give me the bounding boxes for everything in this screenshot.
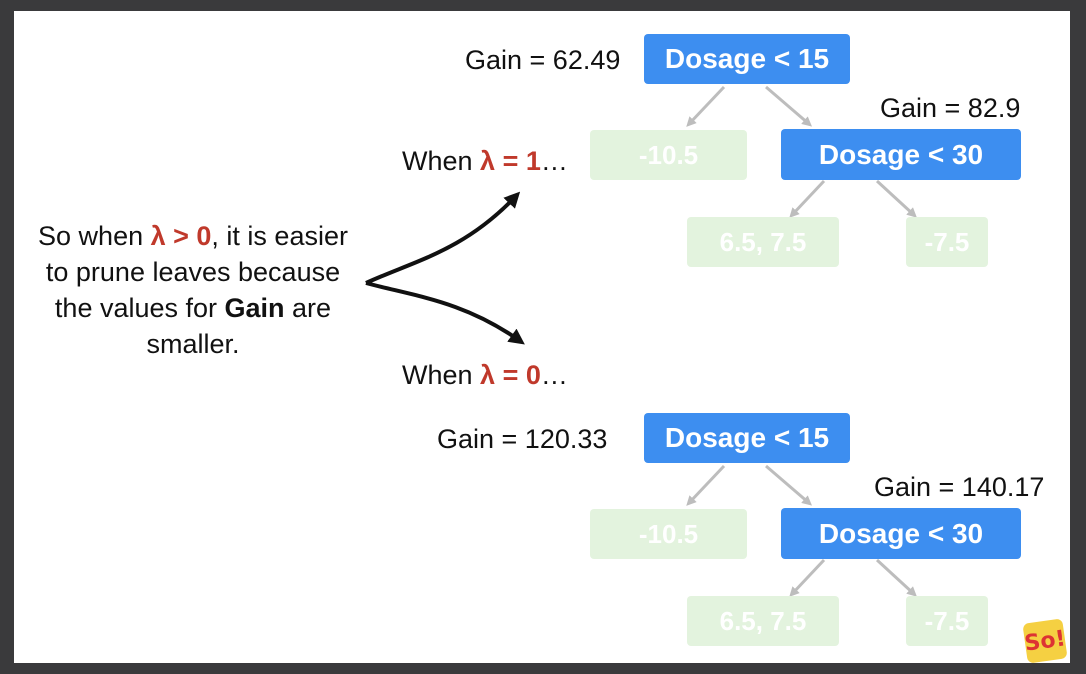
branch-arrow-up xyxy=(365,191,521,285)
bottom-child-gain: Gain = 140.17 xyxy=(874,472,1045,502)
bottom-root-node: Dosage < 15 xyxy=(644,413,850,463)
bottom-child-right-leaf: -7.5 xyxy=(906,596,988,646)
summary-part2: , it is easier to prune leaves because t… xyxy=(45,221,348,323)
edge-bottom-child-left xyxy=(789,558,826,597)
brand-logo: So! xyxy=(1022,618,1068,664)
top-root-node: Dosage < 15 xyxy=(644,34,850,84)
summary-text: So when λ > 0, it is easier to prune lea… xyxy=(28,218,358,362)
summary-part1: So when xyxy=(38,221,151,251)
edge-top-child-left xyxy=(789,179,826,218)
branch-bottom-lambda: λ = 0 xyxy=(480,360,541,390)
branch-label-top: When λ = 1… xyxy=(402,148,568,175)
branch-label-bottom: When λ = 0… xyxy=(402,362,568,389)
summary-gain-word: Gain xyxy=(224,293,285,323)
edge-top-root-right xyxy=(765,85,813,127)
branch-top-ellipsis: … xyxy=(540,146,568,176)
summary-lambda-condition: λ > 0 xyxy=(150,221,212,251)
edge-bottom-root-right xyxy=(765,464,813,506)
summary-part3: are smaller. xyxy=(146,293,332,359)
connector-layer xyxy=(365,85,917,597)
edge-top-root-left xyxy=(686,85,726,127)
bottom-child-node: Dosage < 30 xyxy=(781,508,1021,559)
brand-logo-text: So! xyxy=(1022,625,1068,657)
branch-bottom-when: When xyxy=(402,360,481,390)
top-child-gain: Gain = 82.9 xyxy=(880,93,1021,123)
top-left-leaf: -10.5 xyxy=(590,130,747,180)
top-child-left-leaf: 6.5, 7.5 xyxy=(687,217,839,267)
edge-bottom-child-right xyxy=(875,558,917,597)
branch-top-when: When xyxy=(402,146,481,176)
branch-arrow-down xyxy=(365,281,525,345)
slide: So when λ > 0, it is easier to prune lea… xyxy=(14,11,1070,664)
top-child-node: Dosage < 30 xyxy=(781,129,1021,180)
bottom-child-left-leaf: 6.5, 7.5 xyxy=(687,596,839,646)
bottom-root-gain: Gain = 120.33 xyxy=(437,424,608,454)
top-child-right-leaf: -7.5 xyxy=(906,217,988,267)
top-root-gain: Gain = 62.49 xyxy=(465,45,621,75)
branch-bottom-ellipsis: … xyxy=(540,360,568,390)
bottom-left-leaf: -10.5 xyxy=(590,509,747,559)
edge-top-child-right xyxy=(875,179,917,218)
branch-top-lambda: λ = 1 xyxy=(480,146,541,176)
edge-bottom-root-left xyxy=(686,464,726,506)
